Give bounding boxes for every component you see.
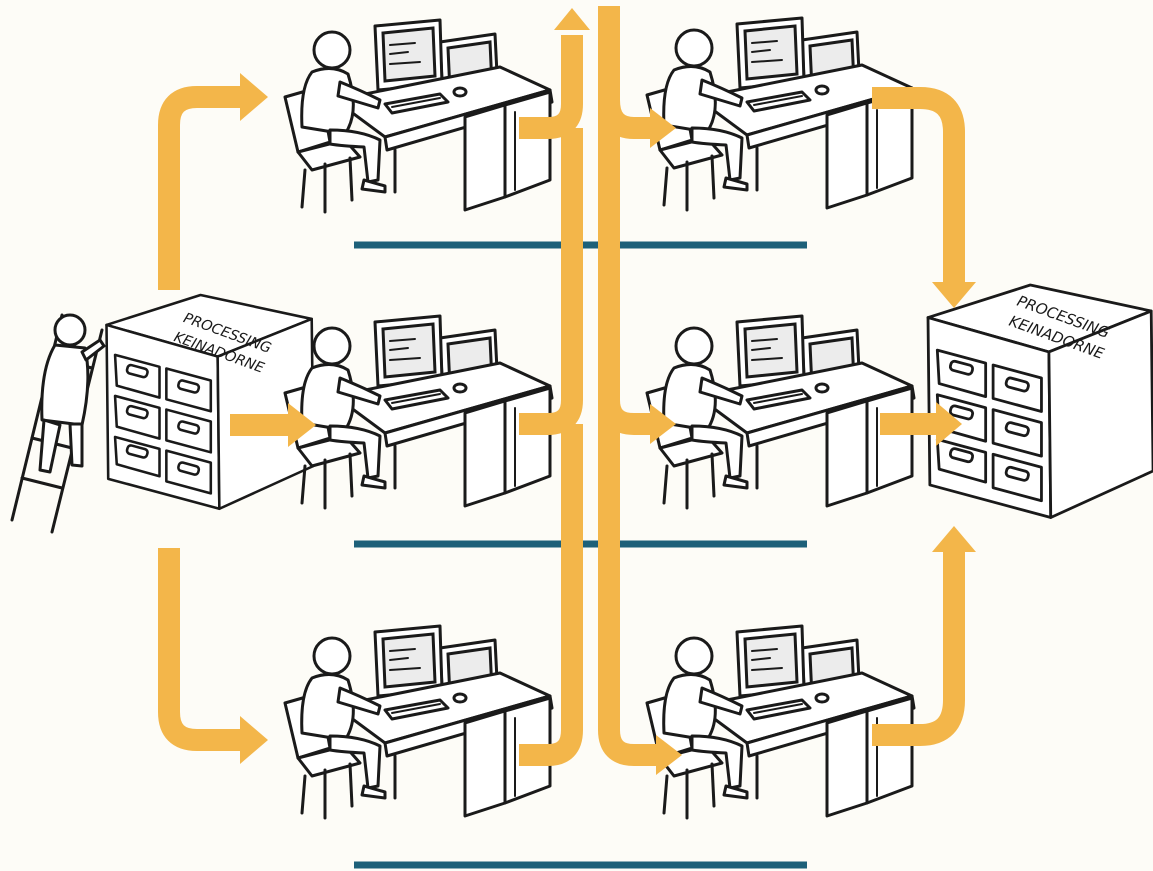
workstation-left-bottom: [283, 624, 554, 820]
workstation-left-top: [283, 18, 554, 214]
workstation-right-middle: [645, 314, 916, 510]
workstation-right-top: [645, 16, 916, 212]
flow-arrows: [158, 6, 976, 775]
workstation-right-bottom: [645, 624, 916, 820]
ladder-worker-icon: [10, 313, 106, 534]
workstation-left-middle: [283, 314, 554, 510]
source-cabinet: PROCESSING KEINADORNE: [105, 293, 315, 511]
target-cabinet: PROCESSING KEINADORNE: [926, 283, 1153, 519]
